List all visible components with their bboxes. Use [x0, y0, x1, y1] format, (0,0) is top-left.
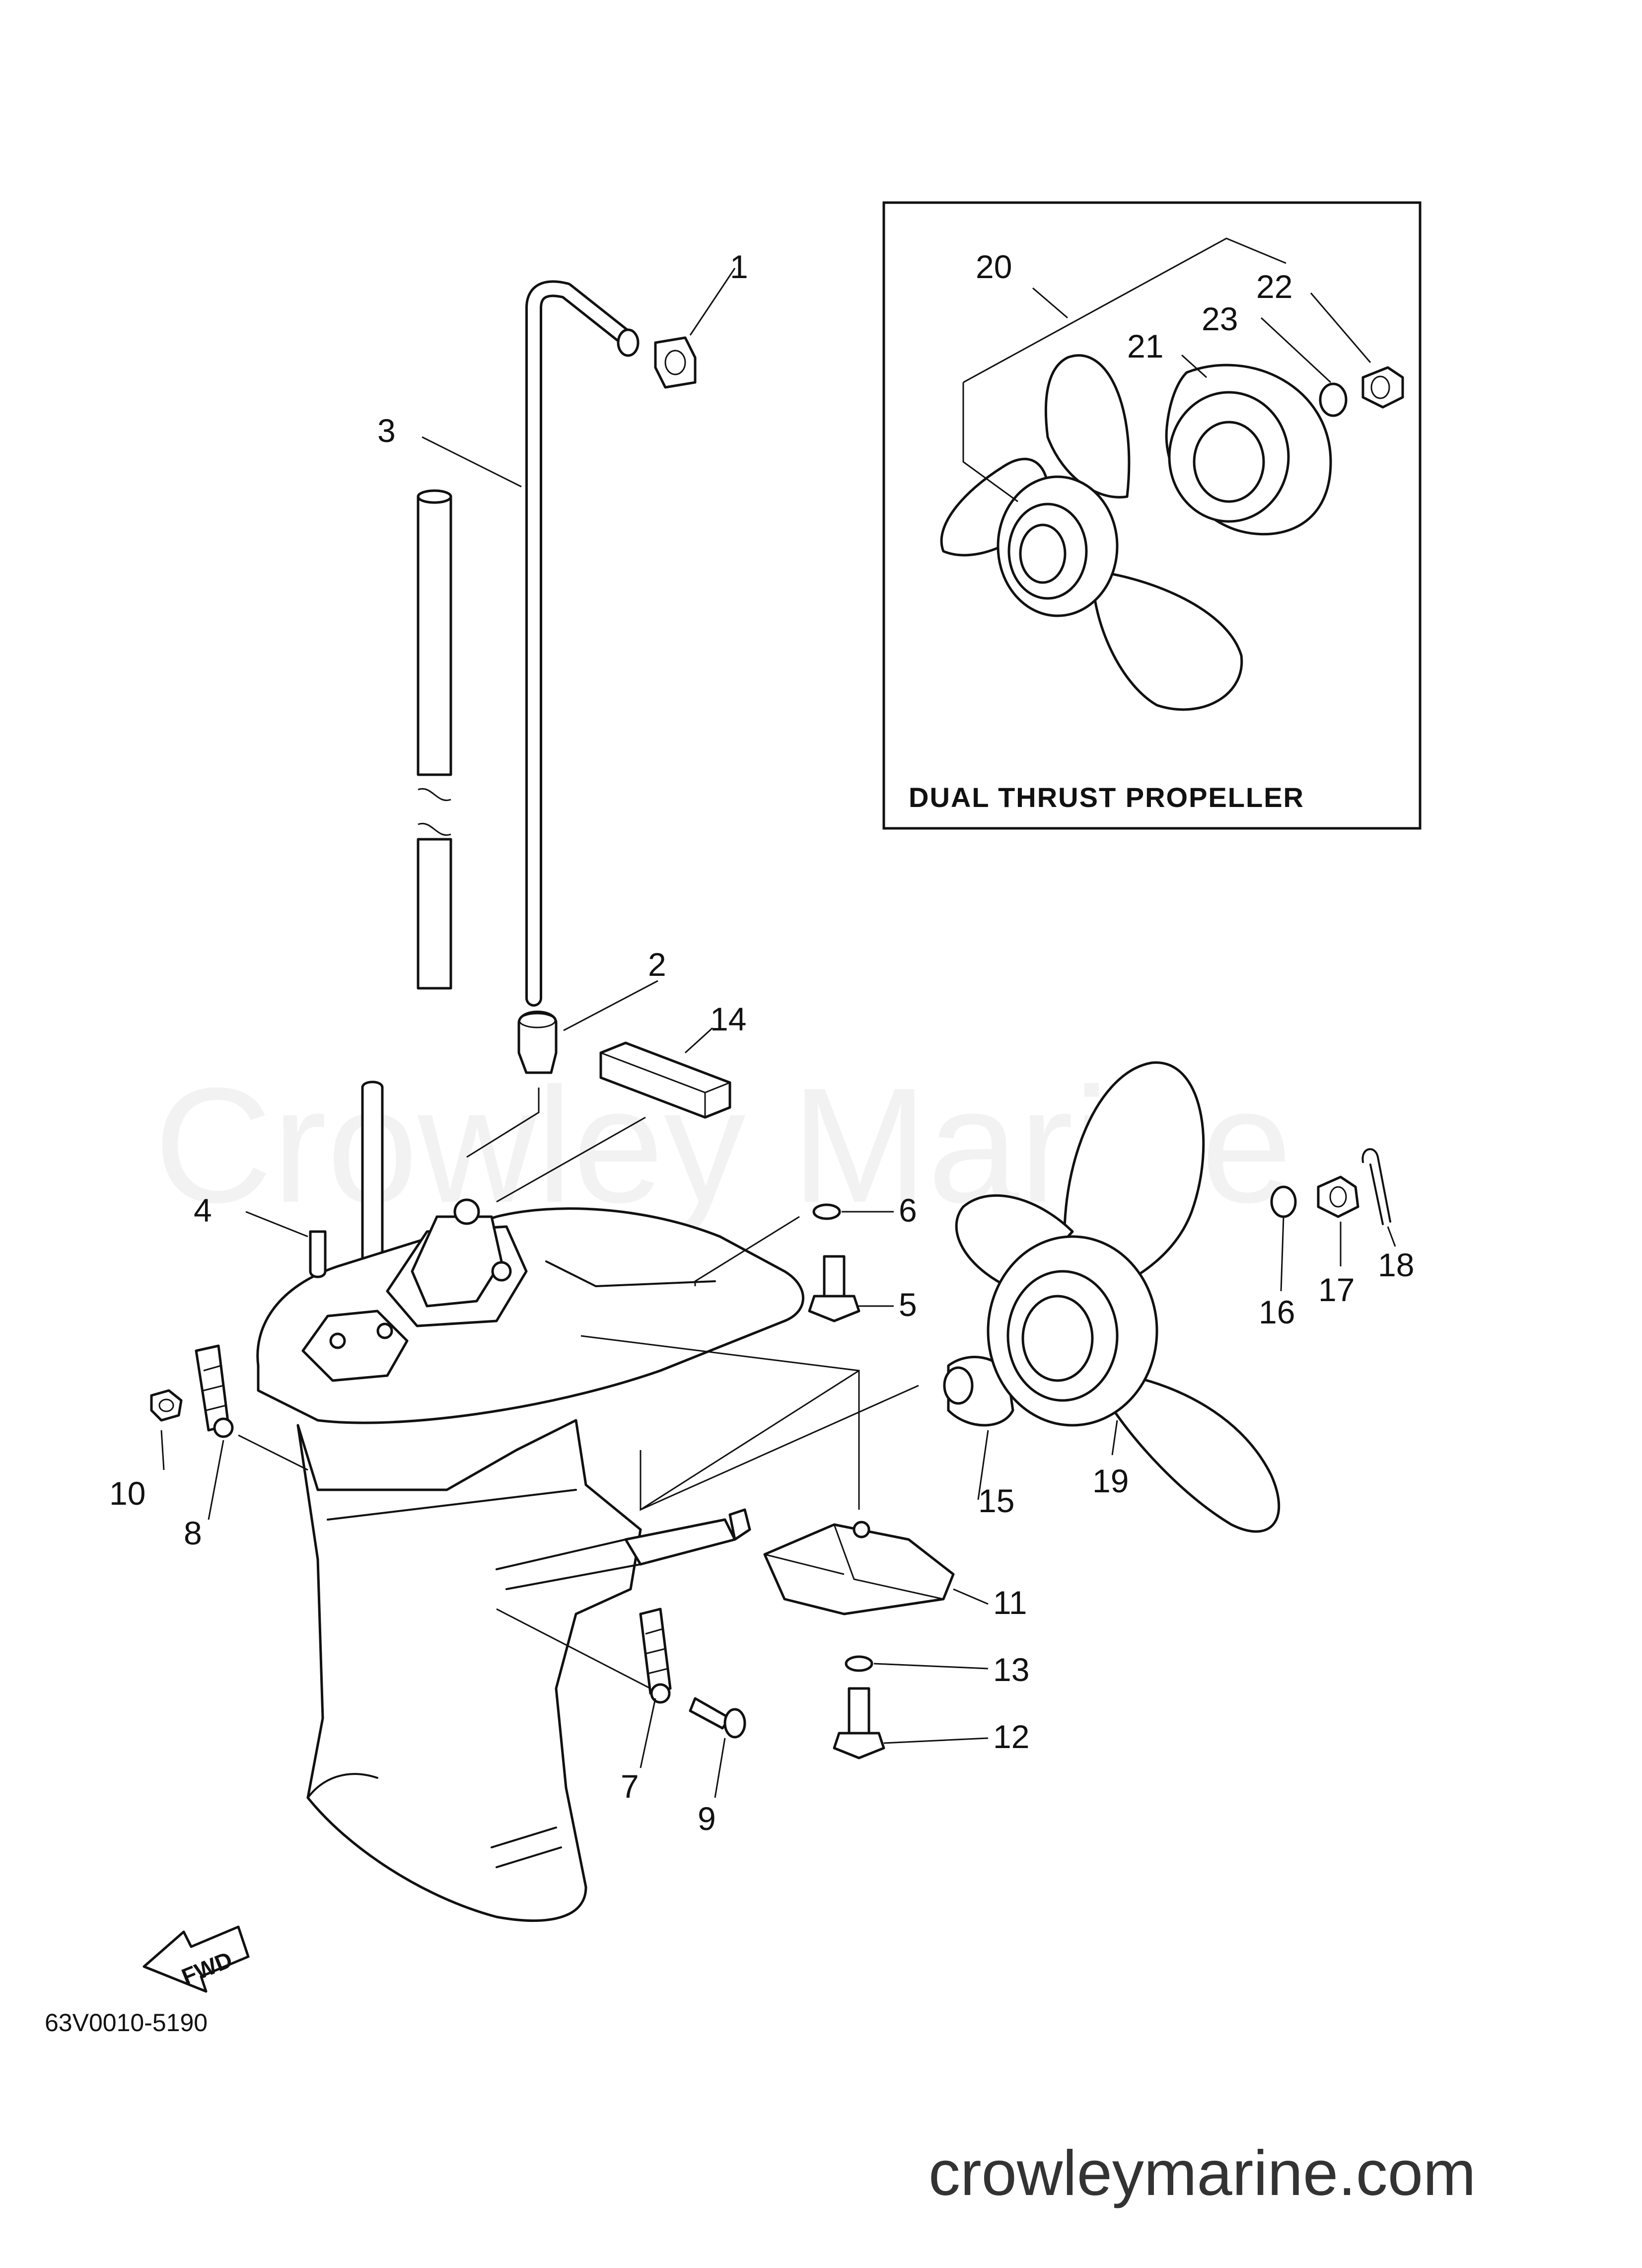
callout-11: 11	[993, 1584, 1027, 1621]
part-17-nut	[1317, 1175, 1359, 1218]
callout-3: 3	[377, 412, 396, 449]
callout-23: 23	[1202, 300, 1238, 337]
part-13-washer	[845, 1655, 873, 1672]
callout-15: 15	[978, 1482, 1014, 1519]
part-12-bolt	[833, 1687, 885, 1759]
leader-20-22-bracket	[963, 237, 1286, 383]
callout-1: 1	[730, 248, 748, 285]
callout-8: 8	[184, 1515, 202, 1551]
part-20-dual-thrust-propeller	[940, 354, 1243, 711]
callout-22: 22	[1256, 268, 1292, 305]
leader-21	[1181, 354, 1208, 378]
part-4-dowel-pin	[309, 1230, 327, 1278]
callout-14: 14	[710, 1001, 746, 1037]
leader-23	[1260, 317, 1332, 383]
part-23-washer	[1319, 382, 1348, 417]
drive-shaft	[417, 489, 452, 990]
callout-labels: 1 3 2 14 4 6 5 10 8 15 19 16 17 18 11 13…	[109, 248, 1414, 1837]
part-16-washer	[1270, 1185, 1297, 1218]
part-18-cotter-pin	[1361, 1148, 1391, 1225]
part-2-seal	[517, 1011, 558, 1074]
part-7-anode	[639, 1608, 672, 1704]
callout-7: 7	[621, 1768, 639, 1805]
part-8-anode	[195, 1344, 234, 1438]
callout-2: 2	[648, 946, 666, 983]
site-url: crowleymarine.com	[928, 2138, 1476, 2209]
part-6-washer	[812, 1203, 841, 1220]
callout-21: 21	[1127, 328, 1163, 365]
leader-22	[1310, 293, 1371, 363]
part-10-nut	[150, 1389, 183, 1422]
callout-17: 17	[1318, 1271, 1355, 1308]
callout-13: 13	[993, 1651, 1029, 1688]
part-14-strip	[599, 1041, 731, 1119]
callout-10: 10	[109, 1475, 145, 1512]
callout-20: 20	[976, 248, 1012, 285]
part-5-bolt	[808, 1255, 860, 1322]
callout-16: 16	[1259, 1294, 1295, 1330]
lower-casing	[256, 1198, 804, 1922]
part-19-propeller	[955, 1061, 1281, 1533]
callout-5: 5	[899, 1286, 917, 1323]
part-1-grommet	[654, 336, 697, 389]
leader-lines	[160, 268, 1396, 1798]
inset-dual-thrust-propeller	[882, 201, 1422, 830]
callout-9: 9	[698, 1800, 716, 1837]
part-3-water-tube	[525, 280, 640, 1007]
callout-6: 6	[899, 1192, 917, 1229]
leader-20	[962, 382, 1018, 503]
leader-20-top	[1032, 287, 1068, 319]
callout-12: 12	[993, 1718, 1029, 1755]
part-11-trim-tab	[763, 1521, 955, 1615]
inset-title: DUAL THRUST PROPELLER	[909, 782, 1304, 813]
part-22-nut	[1361, 366, 1404, 409]
part-21-dual-thrust-hub	[1165, 364, 1332, 536]
fwd-arrow: FWD	[143, 1925, 250, 1993]
part-9-screw	[689, 1697, 746, 1739]
callout-18: 18	[1378, 1246, 1414, 1283]
callout-4: 4	[194, 1192, 212, 1229]
callout-19: 19	[1092, 1463, 1129, 1499]
inset-frame	[882, 201, 1422, 830]
diagram-code: 63V0010-5190	[45, 2009, 208, 2037]
